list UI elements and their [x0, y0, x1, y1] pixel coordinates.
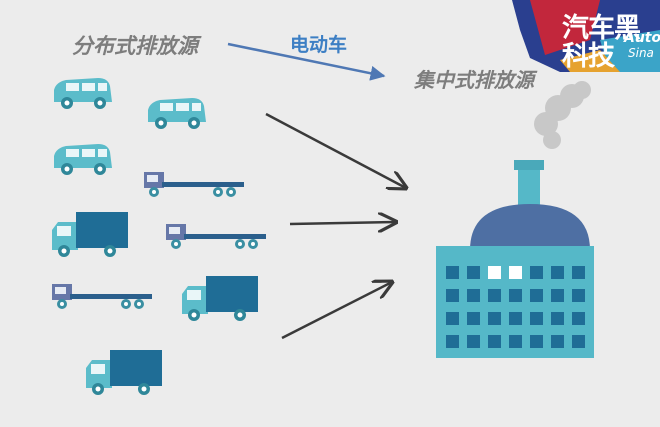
logo-line2: 科技 [562, 41, 615, 72]
flow-arrow [265, 112, 406, 188]
ev-label: 电动车 [290, 34, 348, 56]
factory-window [551, 289, 564, 302]
factory-window [509, 335, 522, 348]
factory-window [530, 312, 543, 325]
flatbed-truck-icon [144, 172, 244, 197]
factory-window [467, 335, 480, 348]
factory-window [467, 266, 480, 279]
factory-window [509, 312, 522, 325]
flatbed-truck-icon [166, 224, 266, 249]
factory-window [509, 266, 522, 279]
logo-splash [512, 0, 660, 72]
factory-window [572, 289, 585, 302]
factory-windows [446, 266, 585, 348]
factory-window [446, 335, 459, 348]
factory-window [446, 289, 459, 302]
box-truck-icon [52, 212, 128, 257]
factory-window [572, 335, 585, 348]
logo: 汽车黑 科技 Auto Sina [512, 0, 660, 72]
flow-arrow [289, 222, 396, 224]
factory-window [530, 289, 543, 302]
factory-window [467, 312, 480, 325]
factory-window [446, 266, 459, 279]
factory-window [551, 335, 564, 348]
centralized-source-label: 集中式排放源 [414, 68, 534, 92]
factory-window [509, 289, 522, 302]
box-truck-icon [86, 350, 162, 395]
factory-window [551, 312, 564, 325]
factory-window [530, 266, 543, 279]
factory-window [551, 266, 564, 279]
box-truck-icon [182, 276, 258, 321]
logo-sub: Sina [628, 46, 654, 60]
factory-window [488, 266, 501, 279]
factory-window [488, 335, 501, 348]
flatbed-truck-icon [52, 284, 152, 309]
van-icon [148, 98, 206, 129]
logo-line1: 汽车黑 [562, 13, 641, 44]
factory-window [530, 335, 543, 348]
flow-arrow [281, 282, 392, 340]
distributed-source-label: 分布式排放源 [72, 34, 198, 58]
factory-window [488, 312, 501, 325]
van-icon [54, 78, 112, 109]
factory-window [467, 289, 480, 302]
ev-arrow [227, 42, 386, 81]
factory-window [446, 312, 459, 325]
factory-window [572, 266, 585, 279]
logo-brand: Auto [624, 30, 660, 46]
factory-icon [436, 160, 594, 358]
van-icon [54, 144, 112, 175]
smoke-icon [534, 81, 591, 149]
factory-window [488, 289, 501, 302]
factory-window [572, 312, 585, 325]
